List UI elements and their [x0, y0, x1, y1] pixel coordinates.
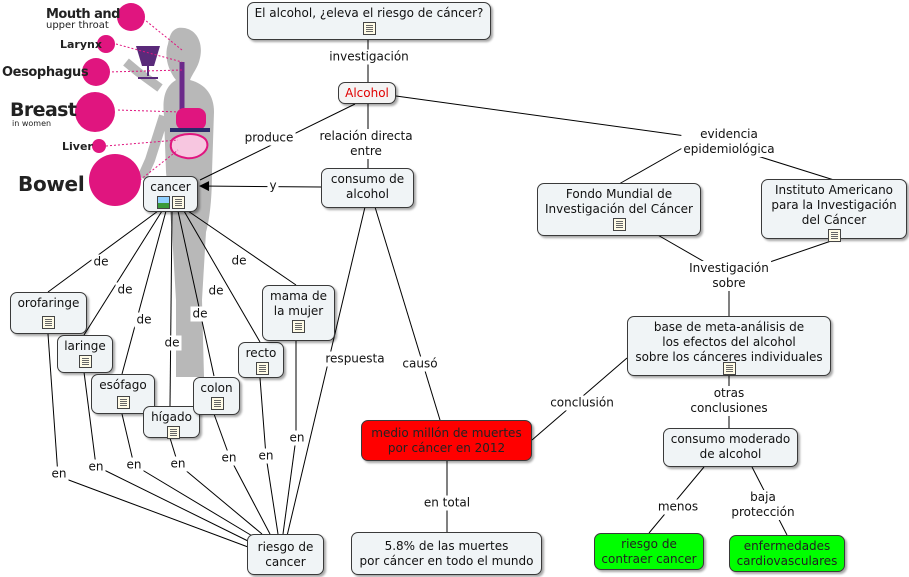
- link-causo: causó: [400, 356, 440, 372]
- link-en-colon: en: [219, 450, 239, 466]
- link-de-higado: de: [162, 335, 182, 351]
- node-recto[interactable]: recto: [238, 342, 284, 378]
- label-throat: upper throat: [46, 20, 109, 31]
- link-investigacion: investigación: [327, 49, 411, 65]
- node-alcohol[interactable]: Alcohol: [338, 82, 396, 104]
- node-esofago[interactable]: esófago: [91, 374, 155, 414]
- doc-icon[interactable]: [612, 218, 626, 231]
- mouth-circle: [117, 3, 145, 31]
- link-evidencia: evidencia epidemiológica: [681, 127, 777, 157]
- doc-icon[interactable]: [722, 362, 736, 375]
- link-produce: produce: [242, 130, 296, 146]
- node-consumo[interactable]: consumo de alcohol: [321, 168, 414, 208]
- node-colon[interactable]: colon: [193, 377, 240, 415]
- node-contraer[interactable]: riesgo de contraer cancer: [594, 533, 704, 570]
- link-menos: menos: [655, 499, 701, 515]
- label-larynx: Larynx: [60, 38, 102, 51]
- doc-icon[interactable]: [362, 22, 376, 35]
- link-en-laringe: en: [86, 459, 106, 475]
- doc-icon[interactable]: [256, 362, 269, 375]
- node-higado[interactable]: hígado: [143, 406, 200, 439]
- link-en-total: en total: [421, 495, 473, 511]
- link-de-mama: de: [229, 253, 249, 269]
- label-bowel: Bowel: [18, 172, 85, 196]
- link-de-colon: de: [190, 306, 210, 322]
- node-fondo[interactable]: Fondo Mundial de Investigación del Cánce…: [537, 183, 701, 236]
- intestine: [169, 133, 209, 160]
- link-de-laringe: de: [115, 282, 135, 298]
- link-de-orofaringe: de: [91, 254, 111, 270]
- liver-circle: [92, 139, 106, 153]
- node-orofaringe[interactable]: orofaringe: [10, 292, 87, 334]
- link-baja: baja protección: [729, 490, 797, 520]
- doc-icon[interactable]: [79, 355, 92, 368]
- node-muertes[interactable]: medio millón de muertes por cáncer en 20…: [361, 420, 532, 461]
- doc-icon[interactable]: [42, 316, 55, 329]
- link-en-orofaringe: en: [49, 466, 69, 482]
- link-relacion: relación directa entre: [317, 129, 415, 159]
- link-investigacion-sobre: Investigación sobre: [687, 261, 771, 291]
- doc-icon[interactable]: [117, 396, 130, 409]
- link-y: y: [267, 178, 279, 194]
- link-de-recto: de: [206, 283, 226, 299]
- link-otras: otras conclusiones: [688, 386, 770, 416]
- node-base[interactable]: base de meta-análisis de los efectos del…: [627, 316, 831, 376]
- node-moderado[interactable]: consumo moderado de alcohol: [663, 428, 798, 467]
- stomach: [176, 108, 206, 130]
- node-cancer[interactable]: cancer: [143, 176, 198, 212]
- link-conclusion: conclusión: [548, 395, 616, 411]
- label-liver: Liver: [62, 140, 93, 153]
- image-icon[interactable]: [156, 196, 170, 209]
- link-en-higado: en: [168, 456, 188, 472]
- oesophagus-circle: [82, 58, 110, 86]
- node-cardio[interactable]: enfermedades cardiovasculares: [729, 535, 845, 572]
- node-riesgo[interactable]: riesgo de cancer: [247, 534, 324, 575]
- doc-icon[interactable]: [828, 229, 841, 242]
- alcohol-body-infographic: [75, 3, 214, 378]
- doc-icon[interactable]: [211, 397, 224, 410]
- bowel-circle: [89, 154, 141, 206]
- label-breast: Breast: [10, 99, 77, 121]
- larynx-circle: [97, 35, 115, 53]
- link-de-esofago: de: [134, 312, 154, 328]
- link-en-recto: en: [256, 448, 276, 464]
- node-mama[interactable]: mama de la mujer: [262, 285, 335, 341]
- link-respuesta: respuesta: [323, 351, 387, 367]
- doc-icon[interactable]: [171, 196, 185, 209]
- node-instituto[interactable]: Instituto Americano para la Investigació…: [761, 179, 907, 242]
- breast-circle: [75, 92, 115, 132]
- link-en-esofago: en: [124, 457, 144, 473]
- label-in-women: in women: [12, 119, 52, 128]
- node-porcentaje[interactable]: 5.8% de las muertes por cáncer en todo e…: [351, 532, 542, 575]
- node-laringe[interactable]: laringe: [57, 335, 113, 373]
- link-en-mama: en: [287, 430, 307, 446]
- label-oesophagus: Oesophagus: [2, 65, 89, 80]
- label-mouth: Mouth and: [46, 7, 120, 22]
- node-question[interactable]: El alcohol, ¿eleva el riesgo de cáncer?: [247, 2, 491, 40]
- doc-icon[interactable]: [167, 426, 180, 439]
- doc-icon[interactable]: [292, 320, 305, 333]
- glass-icon: [136, 46, 160, 66]
